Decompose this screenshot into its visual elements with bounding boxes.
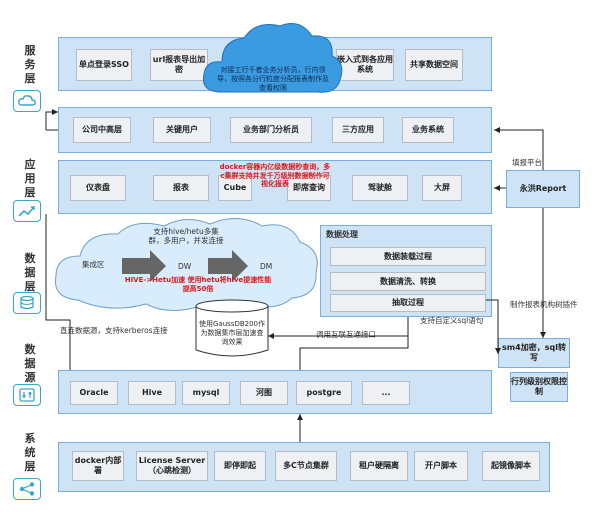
app-red-note: docker容器内亿级数据秒查询，多c集群支持并发千万级别数据制作可视化报表 xyxy=(219,163,331,188)
cluster-label: 集成区 xyxy=(82,260,105,269)
app-box-report: 报表 xyxy=(153,175,209,201)
source-oracle: Oracle xyxy=(70,381,118,405)
permission-plugin-note: 制作报表机构树插件 xyxy=(510,300,578,309)
network-share-icon xyxy=(13,478,41,500)
database-icon xyxy=(13,292,41,314)
fill-platform-box: 永洪Report xyxy=(506,170,580,208)
layer-system-text: 系统层 xyxy=(24,432,36,473)
system-tenant: 租户硬隔离 xyxy=(350,451,408,481)
service-cloud-shape xyxy=(202,23,343,93)
service-box-shared-space: 共享数据空间 xyxy=(405,49,463,81)
layer-label-service: 服务层 xyxy=(14,44,46,86)
dm-label: DM xyxy=(260,262,273,271)
source-hetu: 河图 xyxy=(240,381,288,405)
layer-label-data: 数据层 xyxy=(14,252,46,294)
connector-sources-to-processing xyxy=(299,336,409,370)
system-account-script: 开户脚本 xyxy=(414,451,468,481)
cloud-icon xyxy=(13,90,41,112)
flow-arrow-1 xyxy=(122,250,166,282)
processing-extract: 抽取过程 xyxy=(330,294,486,312)
user-box-analysts: 业务部门分析员 xyxy=(230,117,312,143)
source-mysql: mysql xyxy=(182,381,230,405)
system-multi-c: 多C节点集群 xyxy=(275,451,337,481)
connector-source-to-app xyxy=(45,214,71,370)
service-box-url-export: url报表导出加密 xyxy=(150,49,208,81)
layer-source-text: 数据源 xyxy=(24,343,36,384)
connector-processing-to-security xyxy=(486,299,501,354)
user-box-executives: 公司中高层 xyxy=(73,117,131,143)
layer-label-system: 系统层 xyxy=(14,432,46,474)
layer-label-source: 数据源 xyxy=(14,343,46,385)
service-box-sso: 单点登录SSO xyxy=(76,49,132,81)
app-box-dashboard: 仪表盘 xyxy=(70,175,126,201)
application-band xyxy=(58,160,492,214)
user-box-third-party: 三方应用 xyxy=(332,117,384,143)
connector-report-to-user xyxy=(494,127,544,170)
user-box-key-users: 关键用户 xyxy=(153,117,211,143)
system-image-script: 起镜像脚本 xyxy=(482,451,540,481)
app-box-cube: Cube xyxy=(218,175,252,201)
app-box-cockpit: 驾驶舱 xyxy=(352,175,408,201)
service-box-embedded: 嵌入式到各应用系统 xyxy=(336,49,394,81)
source-postgre: postgre xyxy=(296,381,352,405)
processing-load: 数据装载过程 xyxy=(330,247,486,266)
trend-chart-icon xyxy=(13,200,41,222)
gaussdb-note: 使用GaussDB200作为数据集市层加速查询效果 xyxy=(199,320,265,346)
system-instant: 即停即起 xyxy=(214,451,266,481)
hetu-acceleration-note: HIVE->Hetu加速 使用hetu将hive提速性能提高50倍 xyxy=(124,276,272,293)
processing-title: 数据处理 xyxy=(326,230,358,239)
user-box-business-system: 业务系统 xyxy=(402,117,454,143)
source-hive: Hive xyxy=(128,381,176,405)
call-interface-note: 调用互联互通接口 xyxy=(316,330,376,339)
layer-application-text: 应用层 xyxy=(24,158,36,199)
gaussdb-cylinder xyxy=(195,299,269,357)
fill-platform-label: 填报平台 xyxy=(512,158,542,167)
custom-sql-note: 支持自定义sql语句 xyxy=(420,316,484,325)
flow-arrow-2 xyxy=(208,250,248,282)
direct-source-note: 直连数据源，支持kerberos连接 xyxy=(60,326,168,335)
control-panel-icon xyxy=(13,384,41,406)
layer-data-text: 数据层 xyxy=(24,252,36,293)
dw-label: DW xyxy=(178,262,192,271)
system-docker: docker内部署 xyxy=(72,451,124,481)
service-cloud-note: 对接工行千者业务分析员，行内领导，按照各分行粒度分配报表制作及查看权限 xyxy=(217,66,329,92)
layer-label-application: 应用层 xyxy=(14,158,46,200)
data-cloud-note: 支持hive/hetu多集群，多用户，并发连接 xyxy=(148,227,224,245)
processing-cleanse: 数据清洗、转换 xyxy=(330,272,486,291)
connector-user-to-service xyxy=(45,109,58,130)
app-box-big-screen: 大屏 xyxy=(422,175,462,201)
app-box-adhoc-query: 即席查询 xyxy=(287,175,331,201)
source-more: ... xyxy=(362,381,410,405)
layer-service-text: 服务层 xyxy=(24,44,36,85)
system-license: License Server（心跳检测） xyxy=(136,451,208,481)
security-rowcol: 行列级别权限控制 xyxy=(510,372,568,402)
